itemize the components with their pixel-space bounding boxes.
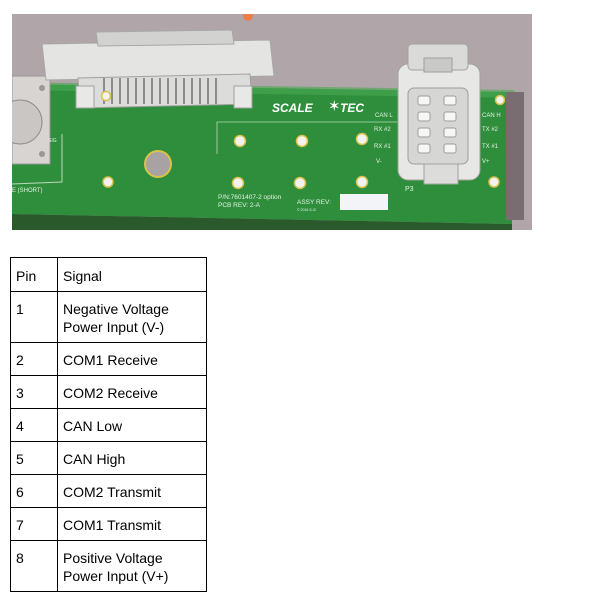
logo-scale: SCALE bbox=[272, 101, 314, 115]
signal-cell: Positive Voltage Power Input (V+) bbox=[57, 540, 207, 592]
pin-cell: 6 bbox=[10, 474, 58, 508]
orange-component bbox=[243, 14, 253, 21]
logo-star-icon: ✶ bbox=[328, 98, 341, 115]
signal-cell: COM1 Receive bbox=[57, 342, 207, 376]
large-mounting-hole bbox=[144, 150, 172, 178]
pin-cell: 2 bbox=[10, 342, 58, 376]
dsub-post-left bbox=[75, 85, 95, 109]
signal-cell: Negative Voltage Power Input (V-) bbox=[57, 291, 207, 343]
pin-cell: 4 bbox=[10, 408, 58, 442]
table-row: 7 COM1 Transmit bbox=[10, 507, 207, 541]
copyright: © 2016 S-IC bbox=[297, 208, 317, 212]
flange-hole-bottom bbox=[39, 151, 45, 157]
table-row: 6 COM2 Transmit bbox=[10, 474, 207, 508]
signal-cell: CAN Low bbox=[57, 408, 207, 442]
p3-pin-sockets bbox=[417, 95, 457, 154]
table-row: 8 Positive Voltage Power Input (V+) bbox=[10, 540, 207, 592]
assy-rev: ASSY REV: bbox=[297, 199, 331, 206]
signal-cell: COM2 Transmit bbox=[57, 474, 207, 508]
pin-cell: 7 bbox=[10, 507, 58, 541]
dsub-pins bbox=[103, 78, 217, 104]
header-signal: Signal bbox=[57, 257, 207, 292]
pcb-board-image: SIG E (SHORT) SCALE ✶ TEC CAN L RX #2 RX… bbox=[12, 14, 532, 230]
pin-cell: 3 bbox=[10, 375, 58, 409]
silk-outline-left bbox=[12, 134, 63, 185]
table-row: 5 CAN High bbox=[10, 441, 207, 475]
pin-label-left-2: RX #2 bbox=[374, 127, 391, 133]
part-number: P/N:7601407-2 option bbox=[218, 194, 282, 201]
p3-connector-base bbox=[423, 163, 459, 185]
pin-label-right-4: V+ bbox=[482, 159, 490, 165]
p3-latch-tab bbox=[423, 57, 453, 73]
pinout-table: Pin Signal 1 Negative Voltage Power Inpu… bbox=[10, 257, 207, 592]
left-silk-label: E (SHORT) bbox=[12, 188, 43, 194]
table-row: 4 CAN Low bbox=[10, 408, 207, 442]
flange-hole-top bbox=[39, 85, 45, 91]
signal-cell: COM2 Receive bbox=[57, 375, 207, 409]
sig-label: SIG bbox=[48, 138, 57, 144]
assy-rev-box bbox=[340, 194, 388, 210]
pin-label-left-4: V- bbox=[376, 159, 382, 165]
header-pin: Pin bbox=[10, 257, 58, 292]
p3-connector-face bbox=[407, 87, 469, 165]
pin-cell: 5 bbox=[10, 441, 58, 475]
table-row: 1 Negative Voltage Power Input (V-) bbox=[10, 291, 207, 343]
signal-cell: CAN High bbox=[57, 441, 207, 475]
logo-tec: TEC bbox=[340, 101, 364, 115]
pin-label-left-3: RX #1 bbox=[374, 144, 391, 150]
pin-cell: 8 bbox=[10, 540, 58, 592]
table-row: 3 COM2 Receive bbox=[10, 375, 207, 409]
pin-label-right-1: CAN H bbox=[482, 113, 501, 119]
pin-label-right-2: TX #2 bbox=[482, 127, 499, 133]
dsub-post-right bbox=[233, 85, 253, 109]
left-connector-bore bbox=[12, 99, 43, 145]
connector-ref-label: P3 bbox=[405, 186, 414, 193]
pin-label-right-3: TX #1 bbox=[482, 144, 499, 150]
pin-cell: 1 bbox=[10, 291, 58, 343]
pin-label-left-1: CAN L bbox=[375, 113, 393, 119]
signal-cell: COM1 Transmit bbox=[57, 507, 207, 541]
table-header-row: Pin Signal bbox=[10, 257, 207, 292]
table-row: 2 COM1 Receive bbox=[10, 342, 207, 376]
pcb-rev: PCB REV: 2-A bbox=[218, 202, 261, 209]
pcb-holes bbox=[100, 90, 506, 190]
pcb-mount-right bbox=[506, 92, 524, 220]
pcb-base bbox=[12, 84, 512, 224]
dsub-connector-shell bbox=[95, 29, 235, 47]
pcb-bottom-edge bbox=[12, 214, 512, 230]
silk-outline-mid bbox=[216, 121, 412, 154]
